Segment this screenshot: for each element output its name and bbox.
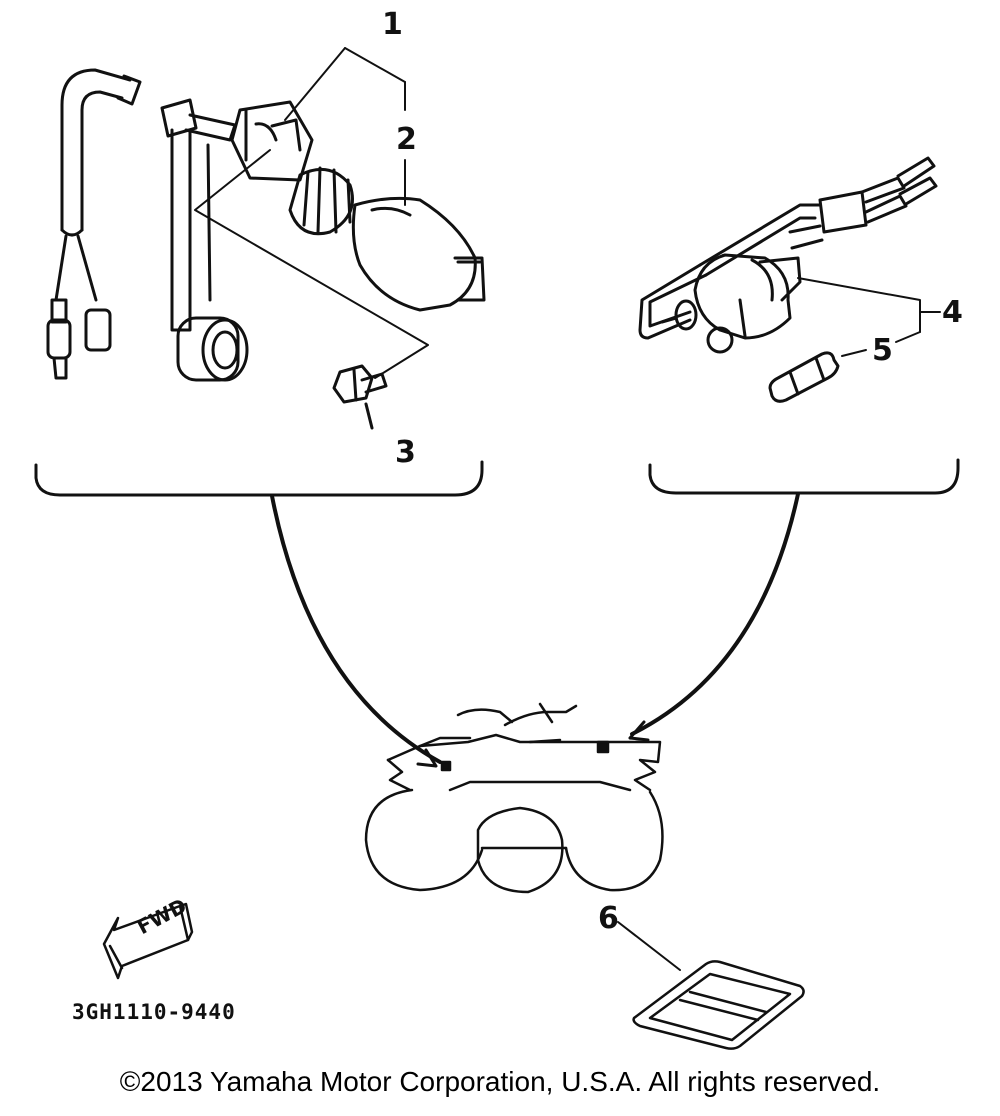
float-arm	[160, 98, 249, 382]
right-bracket	[648, 458, 960, 495]
leader-lines-left	[194, 47, 429, 379]
callout-5: 5	[872, 333, 893, 368]
fuse-holder	[660, 253, 802, 354]
location-arrows	[270, 492, 800, 768]
part-code: 3GH1110-9440	[72, 1000, 236, 1024]
owners-manual	[617, 921, 805, 1050]
callout-6: 6	[598, 901, 619, 936]
left-assembly	[34, 47, 486, 497]
fuse	[768, 351, 840, 403]
callout-3: 3	[395, 435, 416, 470]
copyright-notice: ©2013 Yamaha Motor Corporation, U.S.A. A…	[119, 1066, 881, 1097]
left-bracket	[34, 460, 484, 497]
connector-plugs	[788, 156, 938, 250]
fwd-arrow-icon	[102, 902, 194, 980]
relay-wiring	[638, 203, 822, 340]
wire-harness	[46, 68, 142, 380]
leader-lines-right	[797, 277, 941, 357]
fuel-sender-unit	[230, 100, 486, 312]
callout-4: 4	[942, 295, 963, 330]
right-assembly	[638, 156, 960, 495]
callout-1: 1	[382, 7, 403, 42]
screw	[332, 364, 388, 430]
atv-silhouette	[364, 702, 664, 894]
callout-2: 2	[396, 122, 417, 157]
